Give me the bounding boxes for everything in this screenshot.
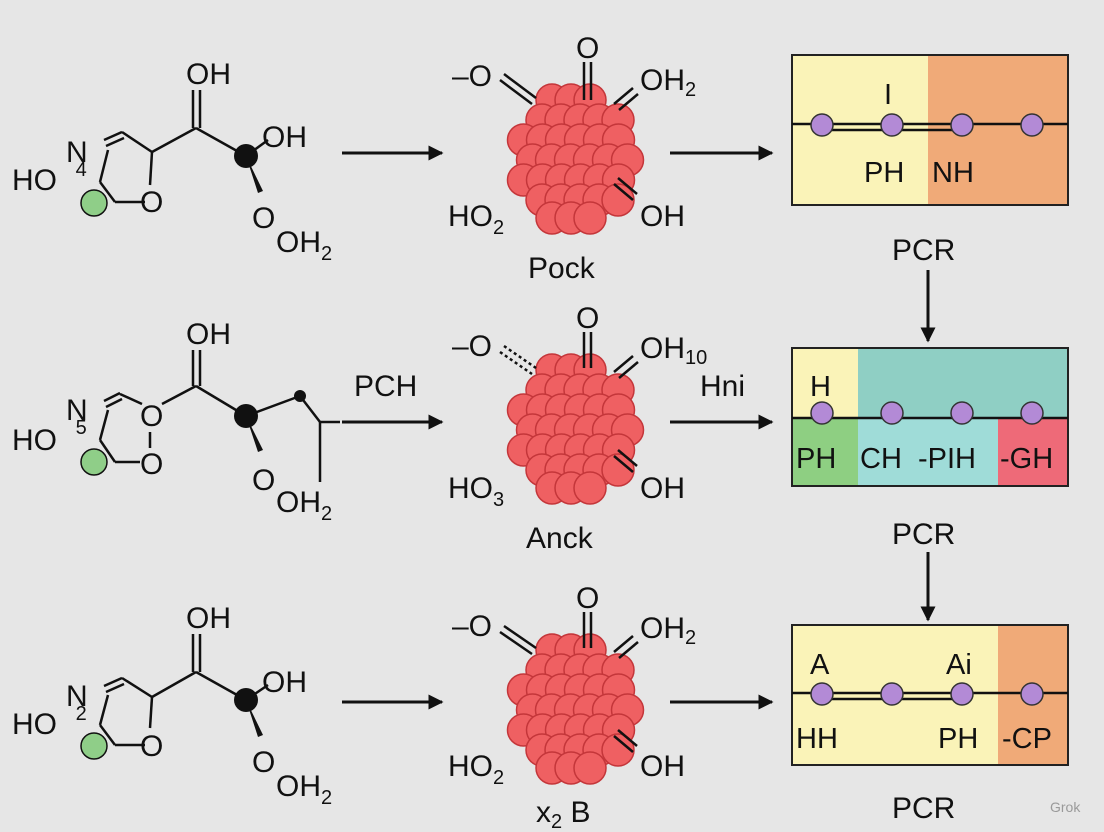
sphere: [573, 751, 607, 785]
ring-atom: [80, 189, 108, 217]
panel-label: CH: [860, 443, 902, 475]
arrow-label: Hni: [700, 370, 745, 403]
panel-label: HH: [796, 723, 838, 755]
label-oh: OH: [262, 666, 307, 699]
label-o: O: [252, 746, 275, 779]
label-oh2: OH2: [276, 486, 332, 525]
sphere-cluster: [506, 83, 645, 235]
cluster-label: O: [576, 32, 599, 65]
node-atom: [1020, 682, 1044, 706]
node-atom: [950, 113, 974, 137]
pcr-label: PCR: [892, 234, 955, 267]
ring-atom: [80, 732, 108, 760]
label-o: O: [140, 186, 163, 219]
chiral-atom: [234, 144, 258, 168]
cluster-caption: Anck: [526, 522, 594, 555]
panel-label: -PIH: [918, 443, 976, 475]
cluster-label: OH: [640, 750, 685, 783]
label-ho: HO: [12, 708, 57, 741]
label-o: O: [140, 448, 163, 481]
cluster-label: –O: [452, 610, 492, 643]
label-oh: OH: [186, 58, 231, 91]
panel-label: H: [810, 371, 831, 403]
node-atom: [810, 682, 834, 706]
label-ho: HO: [12, 424, 57, 457]
cluster-label: O: [576, 582, 599, 615]
sphere: [601, 733, 635, 767]
node-dot: [294, 390, 306, 402]
node-atom: [950, 682, 974, 706]
sphere-cluster: [506, 353, 645, 505]
pcr-label: PCR: [892, 792, 955, 825]
chiral-atom: [234, 688, 258, 712]
label-oh: OH: [186, 318, 231, 351]
cluster-label: HO2: [448, 200, 504, 239]
pcr-label: PCR: [892, 518, 955, 551]
node-atom: [1020, 113, 1044, 137]
sequence-panel-1: I PH NH: [791, 54, 1069, 206]
node-atom: [880, 401, 904, 425]
sphere-cluster: [506, 633, 645, 785]
panel-label: -GH: [1000, 443, 1053, 475]
sphere: [573, 201, 607, 235]
cluster-label: OH10: [640, 332, 707, 369]
cluster-label: OH: [640, 472, 685, 505]
cluster-label: –O: [452, 330, 492, 363]
watermark: Grok: [1050, 799, 1081, 815]
panel-label: I: [884, 79, 892, 111]
label-o: O: [140, 400, 163, 433]
sequence-panel-2: H PH CH -PIH -GH: [791, 347, 1069, 487]
cluster-bonds: [499, 62, 639, 201]
cluster-caption: Pock: [528, 252, 596, 285]
cluster-caption: x2 B: [536, 796, 590, 832]
label-o: O: [252, 464, 275, 497]
cluster-bonds: [499, 332, 639, 473]
panel-label: -CP: [1002, 723, 1052, 755]
node-atom: [950, 401, 974, 425]
panel-label: PH: [938, 723, 978, 755]
node-atom: [810, 113, 834, 137]
cluster-label: OH2: [640, 64, 696, 101]
cluster-label: –O: [452, 60, 492, 93]
node-atom: [880, 113, 904, 137]
sequence-panel-3: A Ai HH PH -CP: [791, 624, 1069, 766]
molecule-2: [98, 350, 340, 482]
cluster-label: HO2: [448, 750, 504, 789]
panel-label: Ai: [946, 649, 972, 681]
sphere: [573, 471, 607, 505]
ring-atom: [80, 448, 108, 476]
panel-label: NH: [932, 157, 974, 189]
label-oh: OH: [262, 121, 307, 154]
label-ho: HO: [12, 164, 57, 197]
node-atom: [1020, 401, 1044, 425]
label-oh: OH: [186, 602, 231, 635]
sphere: [601, 183, 635, 217]
panel-label: PH: [796, 443, 836, 475]
label-oh2: OH2: [276, 770, 332, 809]
label-o: O: [252, 202, 275, 235]
cluster-label: HO3: [448, 472, 504, 511]
cluster-bonds: [499, 612, 639, 753]
label-oh2: OH2: [276, 226, 332, 265]
label-o: O: [140, 730, 163, 763]
node-atom: [810, 401, 834, 425]
molecule-3: [98, 634, 269, 747]
cluster-label: OH: [640, 200, 685, 233]
cluster-label: O: [576, 302, 599, 335]
cluster-label: OH2: [640, 612, 696, 649]
node-atom: [880, 682, 904, 706]
chiral-atom: [234, 404, 258, 428]
panel-label: A: [810, 649, 830, 681]
panel-label: PH: [864, 157, 904, 189]
sphere: [601, 453, 635, 487]
arrow-label: PCH: [354, 370, 417, 403]
